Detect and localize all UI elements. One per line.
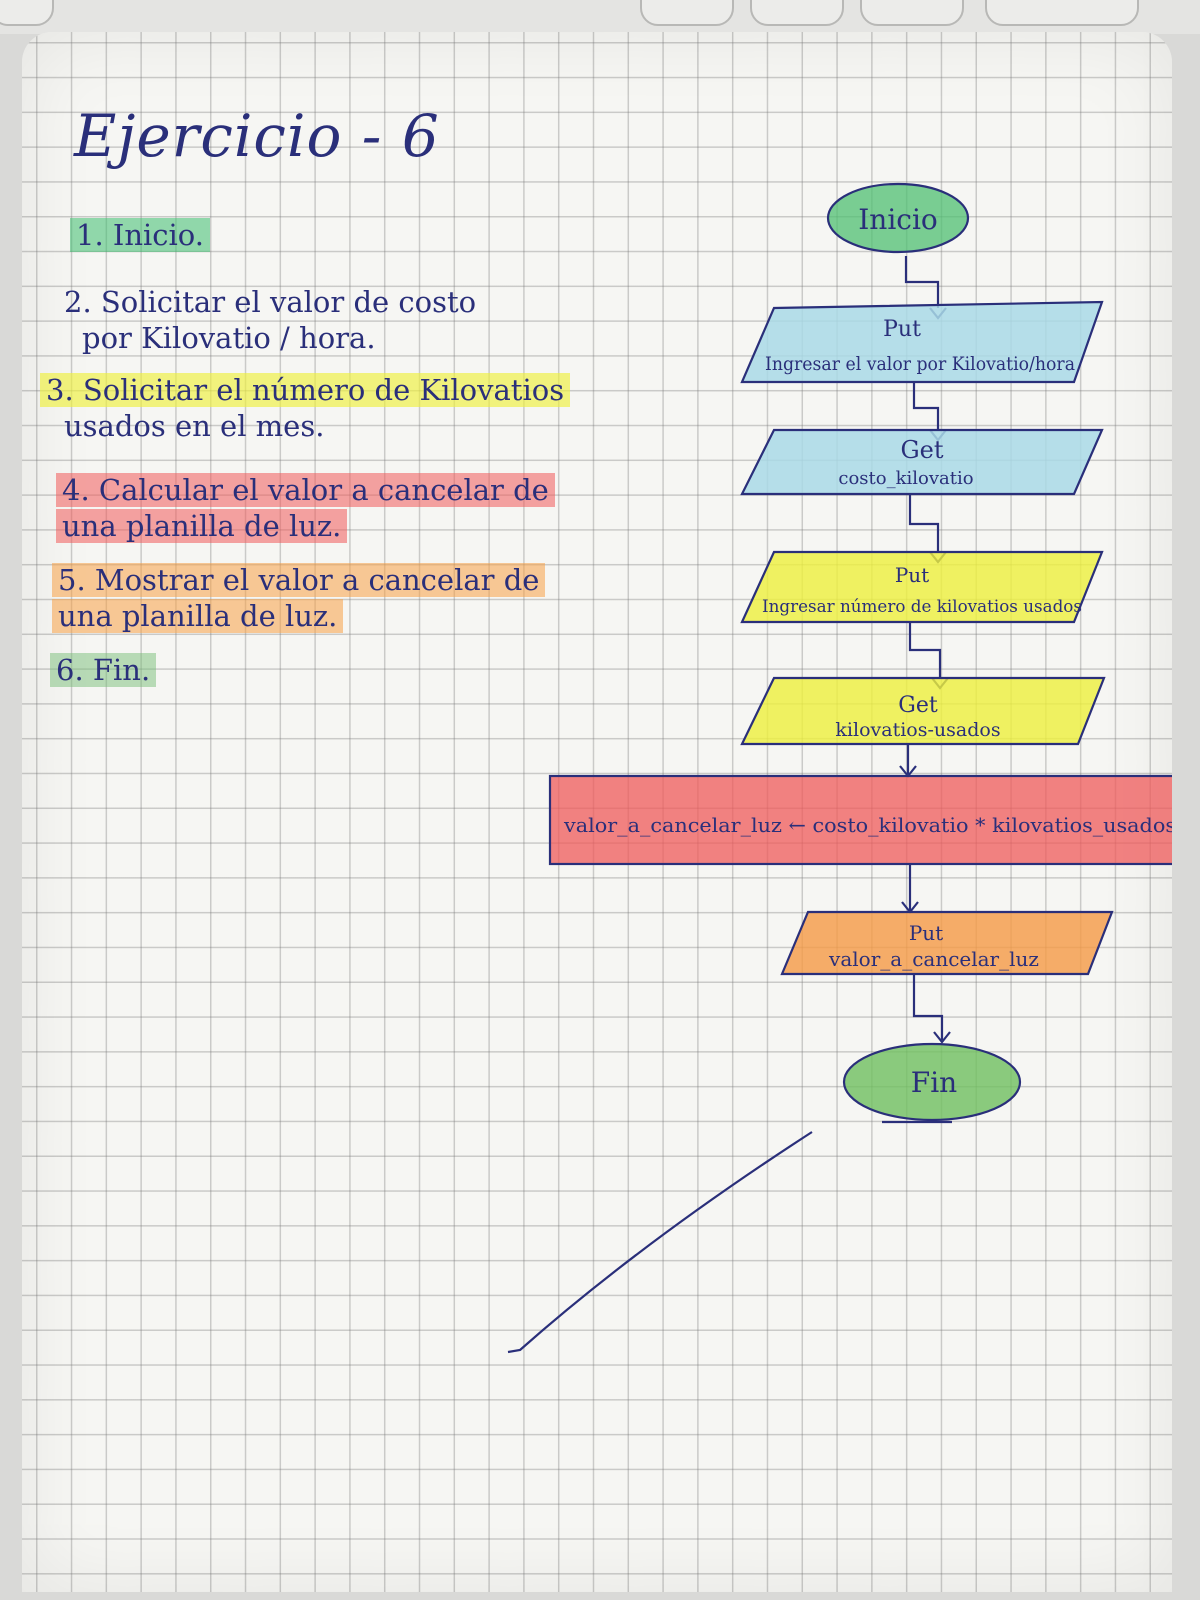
grid-paper-sheet: Ejercicio - 6 1. Inicio. 2. Solicitar el… — [22, 32, 1172, 1592]
step-3-line-1: 3. Solicitar el número de Kilovatios — [40, 373, 571, 407]
get-2-text: kilovatios-usados — [835, 719, 1000, 741]
start-label: Inicio — [858, 203, 938, 236]
pen-stroke — [507, 1131, 813, 1354]
page-title: Ejercicio - 6 — [74, 102, 440, 170]
connector-1 — [904, 256, 940, 308]
end-label: Fin — [911, 1066, 957, 1099]
process-shape — [548, 774, 1172, 866]
step-5-line-1: 5. Mostrar el valor a cancelar de — [52, 563, 546, 597]
input-2-text: Ingresar número de kilovatios usados — [762, 597, 1082, 617]
step-6: 6. Fin. — [50, 652, 157, 688]
step-1: 1. Inicio. — [70, 217, 210, 253]
binder-tabs-strip — [0, 0, 1200, 34]
output-shape — [780, 910, 1114, 976]
step-6-line-1: 6. Fin. — [50, 653, 157, 687]
get-1-text: costo_kilovatio — [838, 468, 973, 489]
step-2-line-1: 2. Solicitar el valor de costo — [64, 285, 477, 319]
flowchart: Inicio Put Ingresar el valor por Kilovat… — [507, 182, 1172, 1354]
binder-tab — [750, 0, 844, 26]
step-4-line-1: 4. Calcular el valor a cancelar de — [56, 473, 555, 507]
step-5: 5. Mostrar el valor a cancelar de una pl… — [52, 562, 546, 634]
input-2-shape — [740, 550, 1104, 624]
connector-4 — [908, 622, 942, 678]
input-1-text: Ingresar el valor por Kilovatio/hora — [765, 353, 1075, 375]
input-1-label: Put — [883, 317, 921, 342]
step-2-line-2: por Kilovatio / hora. — [82, 321, 376, 355]
input-2-label: Put — [895, 563, 929, 587]
start-terminal — [826, 182, 970, 254]
get-1-shape — [740, 428, 1104, 496]
output-label: Put — [909, 921, 943, 945]
binder-tab — [985, 0, 1139, 26]
step-1-line-1: 1. Inicio. — [70, 218, 210, 252]
step-2: 2. Solicitar el valor de costo por Kilov… — [64, 284, 476, 356]
arrowhead-7 — [933, 1031, 951, 1044]
end-terminal — [842, 1042, 1022, 1122]
get-1-label: Get — [900, 436, 943, 464]
connector-2 — [912, 382, 940, 430]
get-2-shape — [740, 676, 1106, 746]
step-5-line-2: una planilla de luz. — [52, 599, 344, 633]
binder-tab — [860, 0, 964, 26]
step-3: 3. Solicitar el número de Kilovatios usa… — [40, 372, 571, 444]
step-3-line-2: usados en el mes. — [64, 409, 325, 443]
connector-3 — [908, 494, 940, 552]
step-4: 4. Calcular el valor a cancelar de una p… — [56, 472, 555, 544]
get-2-label: Get — [898, 693, 938, 718]
output-text: valor_a_cancelar_luz — [828, 947, 1039, 971]
process-text: valor_a_cancelar_luz ← costo_kilovatio *… — [563, 813, 1172, 837]
binder-tab — [640, 0, 734, 26]
connector-7 — [912, 974, 944, 1040]
input-1-shape — [740, 300, 1104, 384]
binder-tab — [0, 0, 54, 26]
step-4-line-2: una planilla de luz. — [56, 509, 348, 543]
